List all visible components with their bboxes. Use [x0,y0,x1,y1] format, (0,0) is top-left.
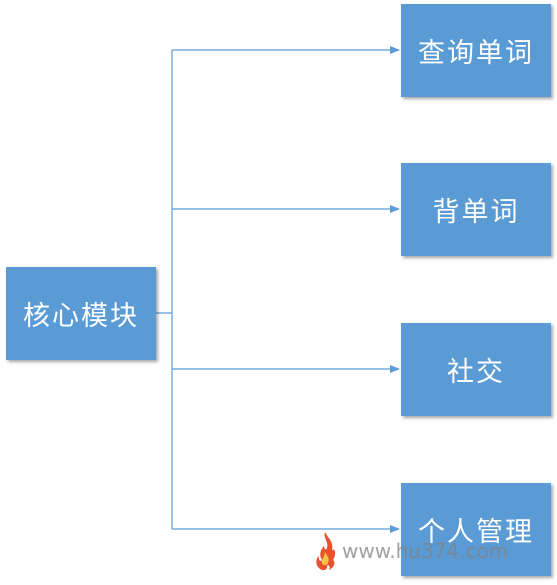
child-node-label: 查询单词 [418,38,534,69]
watermark-text: www.hu374.com [342,539,509,563]
root-node-box: 核心模块 [6,267,156,360]
child-node-box: 背单词 [401,163,551,256]
child-node-box: 社交 [401,323,551,416]
flame-logo-icon [316,532,336,571]
root-node-label: 核心模块 [23,301,139,332]
child-node-box: 个人管理 [401,483,551,576]
child-node-label: 个人管理 [418,517,534,548]
child-node-label: 社交 [447,357,505,388]
child-node-label: 背单词 [432,197,520,228]
watermark: www.hu374.com [312,530,508,572]
child-node-box: 查询单词 [401,4,551,97]
